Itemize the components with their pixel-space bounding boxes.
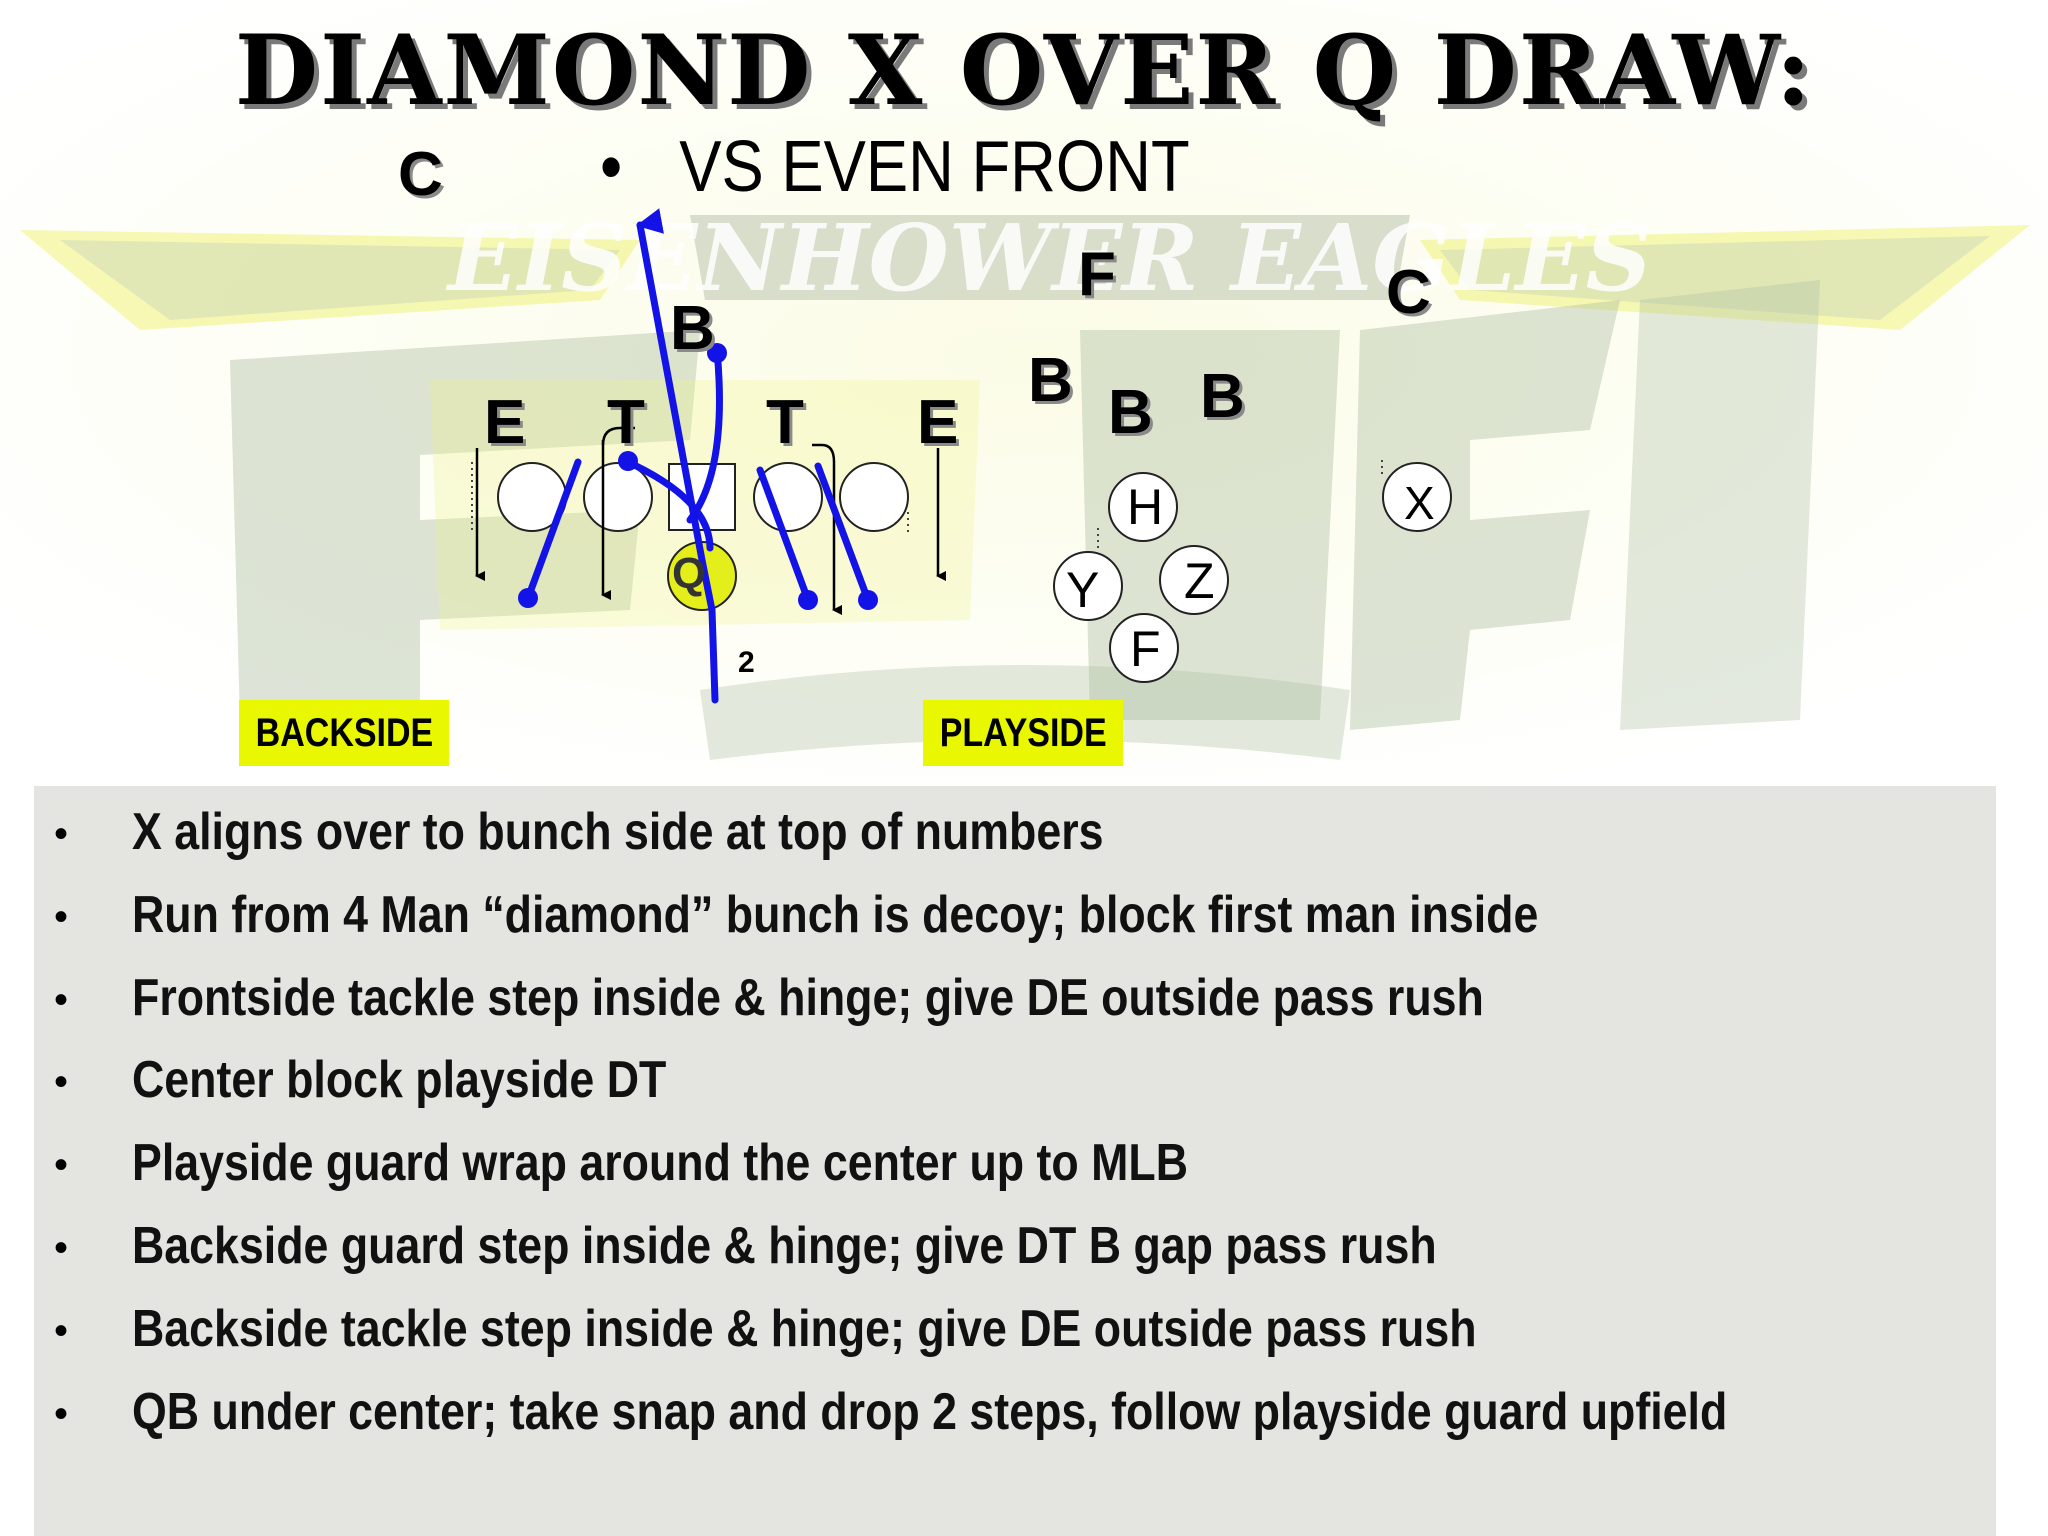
note-bullet: • bbox=[54, 1308, 69, 1353]
free-safety-label: F bbox=[1078, 240, 1116, 309]
h-back bbox=[1108, 472, 1178, 542]
note-text: Backside guard step inside & hinge; give… bbox=[132, 1216, 1437, 1275]
note-text: Playside guard wrap around the center up… bbox=[132, 1134, 1189, 1193]
note-bullet: • bbox=[54, 977, 69, 1022]
y-label: Y bbox=[1066, 562, 1100, 618]
note-text: Run from 4 Man “diamond” bunch is decoy;… bbox=[132, 885, 1539, 944]
backer-2-label: B bbox=[1108, 378, 1153, 447]
end-left-label: E bbox=[484, 388, 526, 457]
tackle-left-hook bbox=[601, 426, 635, 446]
note-bullet: • bbox=[54, 1143, 69, 1188]
right-guard-block bbox=[756, 466, 812, 604]
subtitle: • VS EVEN FRONT bbox=[600, 126, 1190, 208]
f-back bbox=[1109, 613, 1179, 683]
subtitle-bullet: • bbox=[600, 127, 623, 207]
note-text: Backside tackle step inside & hinge; giv… bbox=[132, 1299, 1477, 1358]
subtitle-text: VS EVEN FRONT bbox=[679, 127, 1190, 207]
center-block bbox=[686, 346, 723, 524]
right-guard bbox=[753, 462, 823, 532]
note-bullet: • bbox=[54, 894, 69, 939]
z-label: Z bbox=[1184, 553, 1215, 609]
x-label: X bbox=[1404, 477, 1435, 529]
h-label: H bbox=[1127, 479, 1164, 535]
left-guard bbox=[583, 462, 653, 532]
note-bullet: • bbox=[54, 812, 69, 856]
note-text: Center block playside DT bbox=[132, 1051, 667, 1110]
note-bullet: • bbox=[54, 1225, 69, 1270]
cornerback-left-label: C bbox=[398, 140, 443, 209]
note-bullet: • bbox=[54, 1060, 69, 1105]
note-text: X aligns over to bunch side at top of nu… bbox=[132, 803, 1104, 861]
qb-label: Q bbox=[672, 549, 707, 598]
playside-tag-text: PLAYSIDE bbox=[939, 710, 1107, 755]
right-tackle bbox=[839, 462, 909, 532]
backside-tag-text: BACKSIDE bbox=[255, 710, 433, 755]
mike-backer-label: B bbox=[670, 294, 715, 363]
qb-draw-path bbox=[636, 208, 719, 704]
tackle-right-label: T bbox=[766, 388, 804, 457]
x-receiver bbox=[1382, 462, 1452, 532]
tackle-left-label: T bbox=[607, 388, 645, 457]
right-tackle-block bbox=[814, 462, 872, 604]
play-title: DIAMOND X OVER Q DRAW: bbox=[234, 14, 1814, 127]
end-right-label: E bbox=[917, 388, 959, 457]
note-text: QB under center; take snap and drop 2 st… bbox=[132, 1382, 1728, 1441]
z-receiver bbox=[1159, 545, 1229, 615]
y-receiver bbox=[1053, 551, 1123, 621]
backside-tag: BACKSIDE bbox=[239, 700, 449, 766]
cornerback-right-label: C bbox=[1386, 258, 1431, 327]
play-diagram bbox=[471, 208, 1452, 704]
coaching-notes: • X aligns over to bunch side at top of n… bbox=[34, 786, 1996, 1536]
backer-3-label: B bbox=[1200, 362, 1245, 431]
tackle-right-hook bbox=[812, 443, 836, 463]
note-text: Frontside tackle step inside & hinge; gi… bbox=[132, 968, 1484, 1027]
backer-1-label: B bbox=[1028, 346, 1073, 415]
note-bullet: • bbox=[54, 1391, 69, 1436]
qb-steps-label: 2 bbox=[738, 646, 755, 679]
f-label: F bbox=[1130, 621, 1161, 677]
left-tackle-block bbox=[524, 458, 582, 602]
playside-tag: PLAYSIDE bbox=[923, 700, 1123, 766]
